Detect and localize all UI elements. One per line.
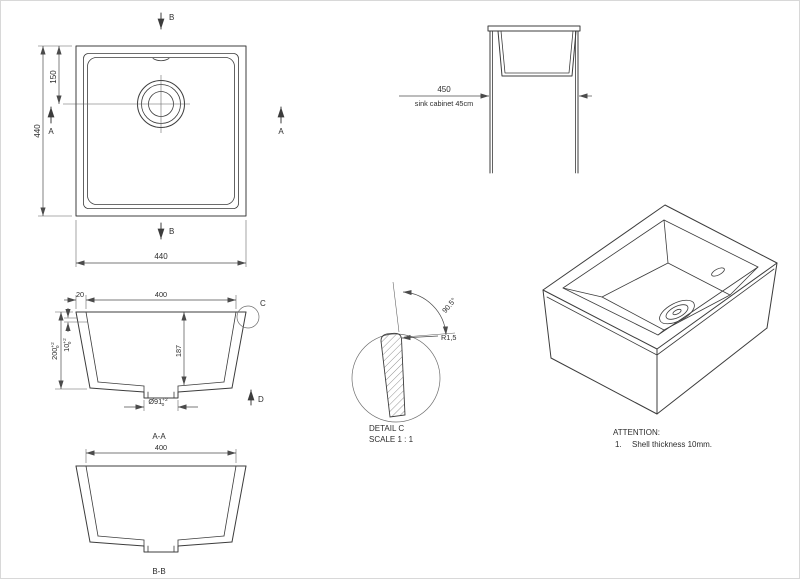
section-a-label-left: A: [48, 127, 54, 136]
dim-20: 20: [76, 290, 84, 299]
bowl-inner-profile: [500, 30, 574, 74]
bb-drain-recess: [143, 545, 179, 553]
attention-item-text: Shell thickness 10mm.: [632, 440, 712, 449]
overflow-slot: [152, 58, 170, 62]
iso-rim-lip: [546, 268, 775, 356]
cabinet-sides-inner: [492, 30, 576, 174]
dim-187: 187: [174, 345, 183, 357]
attention-item-number: 1.: [615, 440, 622, 449]
section-bb-view: 400 B-B: [75, 443, 247, 576]
dim-450: 450: [437, 85, 451, 94]
detail-c-callout-label: C: [260, 299, 266, 308]
dim-400-bb: 400: [155, 443, 167, 452]
aa-inner-bottom: [97, 381, 225, 387]
attention-title: ATTENTION:: [613, 428, 660, 437]
dim-radius: R1,5: [441, 333, 456, 342]
isometric-view: [542, 204, 778, 415]
bb-inner-walls: [85, 465, 237, 537]
countertop-slab: [487, 25, 581, 32]
aa-drain-detail: [143, 385, 179, 399]
aa-outer-bottom: [89, 387, 233, 393]
iso-rim-outer: [542, 204, 778, 350]
aa-drain-recess: [143, 391, 179, 399]
dim-10-extensions: [64, 317, 88, 323]
drain-centerlines: [132, 75, 190, 133]
side-view: 450 sink cabinet 45cm: [399, 25, 592, 174]
iso-body-bottom: [550, 327, 768, 415]
iso-bowl-opening: [562, 219, 759, 336]
detail-c-title: DETAIL C: [369, 424, 404, 433]
plan-outer-edge: [75, 45, 247, 217]
dim-200-extensions: [55, 311, 87, 390]
dim-angle: 90.5°: [440, 296, 458, 315]
iso-bowl-bottom: [601, 262, 731, 331]
aa-top-dim-extensions: [75, 295, 237, 309]
section-b-label-bottom: B: [169, 227, 174, 236]
detail-c-view: R1,5 90.5° DETAIL C SCALE 1 : 1: [351, 281, 458, 444]
cabinet-sides: [489, 30, 579, 174]
iso-body-edges: [542, 262, 778, 415]
bb-inner-bottom: [97, 535, 225, 541]
shell-section-hatched: [380, 332, 406, 418]
cabinet-caption: sink cabinet 45cm: [415, 99, 473, 108]
iso-drain: [659, 299, 695, 325]
section-bb-title: B-B: [152, 567, 165, 576]
detail-c-callout-circle: [236, 305, 260, 329]
dim-400-aa: 400: [155, 290, 167, 299]
section-b-label-top: B: [169, 13, 174, 22]
section-a-label-right: A: [278, 127, 284, 136]
iso-bowl-corner-edges: [562, 219, 759, 336]
plan-rim-inner-edge: [83, 53, 239, 209]
dim-drain-extensions: [143, 400, 179, 411]
plan-view: B B A A 440 150 440: [33, 12, 285, 267]
dim-440-left: 440: [33, 124, 42, 138]
dim-200: 200+20: [50, 342, 61, 360]
plan-bowl-edge: [87, 57, 235, 205]
bb-outer-bottom: [89, 541, 233, 547]
dim-440-bottom: 440: [154, 252, 168, 261]
bb-outer-walls: [75, 465, 247, 543]
bb-dim-extensions: [85, 449, 237, 463]
dim-440-bottom-extensions: [75, 220, 247, 267]
dim-440-left-extensions: [38, 45, 72, 217]
direction-d-label: D: [258, 395, 264, 404]
detail-c-scale: SCALE 1 : 1: [369, 435, 414, 444]
bowl-outer-profile: [497, 30, 577, 77]
dim-150: 150: [49, 70, 58, 84]
section-aa-title: A-A: [152, 432, 166, 441]
radius-leader: [401, 334, 439, 341]
notes-block: ATTENTION: 1. Shell thickness 10mm.: [613, 428, 712, 449]
aa-outer-walls: [75, 311, 247, 389]
bb-drain-detail: [143, 539, 179, 553]
angle-arc: [402, 289, 449, 336]
iso-overflow-hole: [711, 267, 725, 277]
aa-inner-walls: [85, 311, 237, 383]
dim-10: 10+20: [62, 338, 73, 352]
